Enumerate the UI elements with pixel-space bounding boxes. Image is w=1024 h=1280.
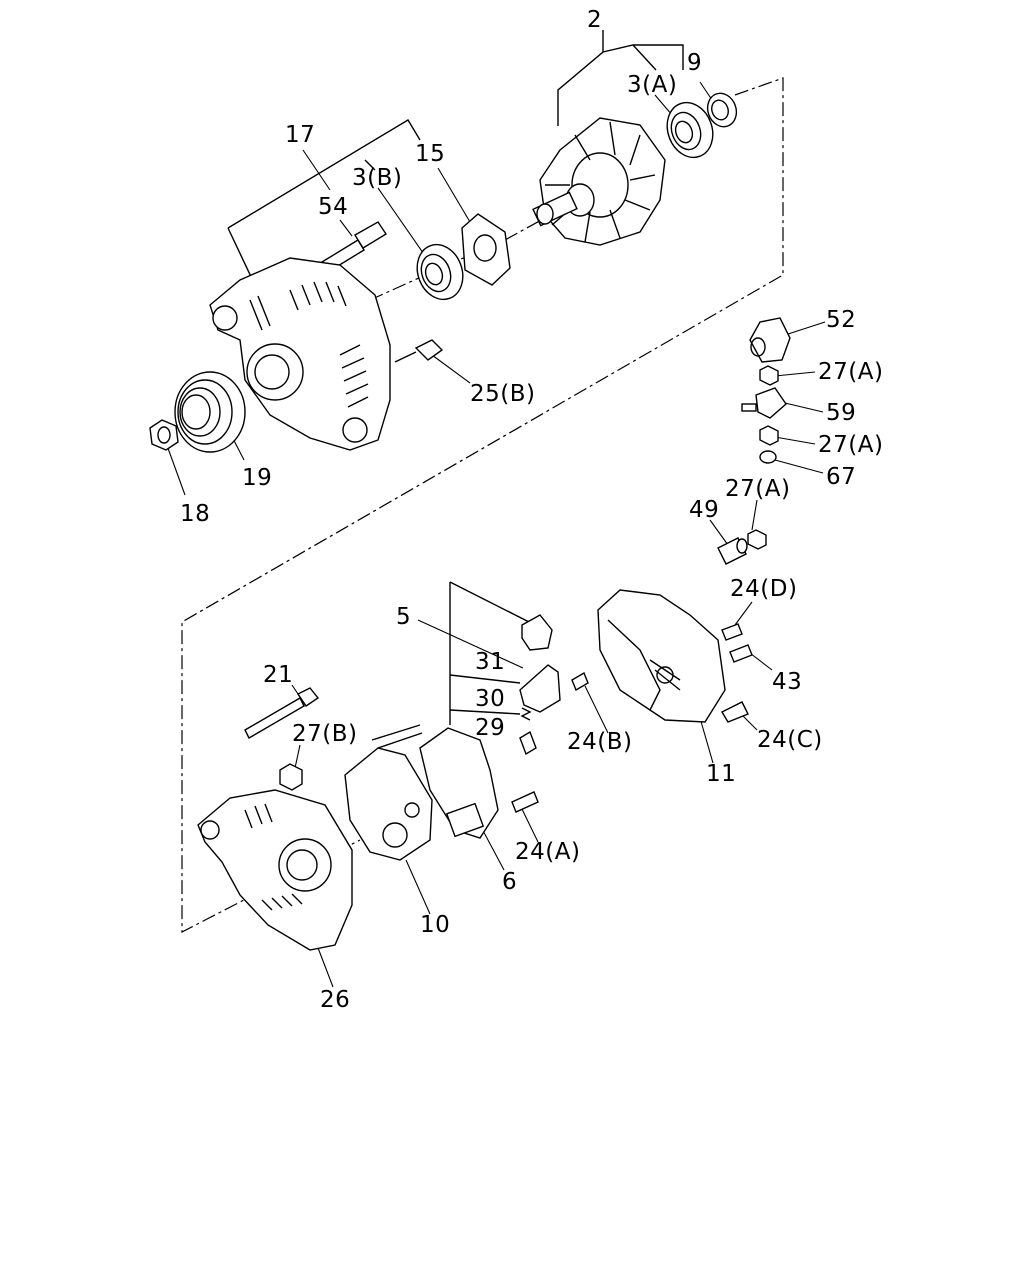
callout-27a-2: 27(A) <box>818 432 884 458</box>
callout-67: 67 <box>826 464 857 490</box>
callout-10: 10 <box>420 912 451 938</box>
bearing-3b <box>416 243 464 301</box>
screw-24b <box>571 671 589 692</box>
clip-25b <box>394 339 444 363</box>
callout-18: 18 <box>180 501 211 527</box>
nut-27a-lower <box>759 425 779 446</box>
plate-15 <box>461 213 511 286</box>
callout-27a-3: 27(A) <box>725 476 791 502</box>
callout-27a-1: 27(A) <box>818 359 884 385</box>
callout-15: 15 <box>415 141 446 167</box>
washer-67 <box>759 450 777 464</box>
callout-11: 11 <box>706 761 737 787</box>
insulator-52 <box>749 317 791 363</box>
terminal-59 <box>741 387 787 419</box>
screw-24a <box>511 791 539 813</box>
screw-24c <box>721 701 749 723</box>
holder-31 <box>519 664 561 713</box>
callout-43: 43 <box>772 669 803 695</box>
bearing-9 <box>706 92 738 128</box>
callout-24b: 24(B) <box>567 729 633 755</box>
callout-27b: 27(B) <box>292 721 358 747</box>
callout-54: 54 <box>318 194 349 220</box>
callout-24c: 24(C) <box>757 727 823 753</box>
rotor-assembly <box>532 117 666 246</box>
callout-6: 6 <box>502 869 518 895</box>
bolt-49 <box>717 537 748 565</box>
brush-29 <box>519 730 537 756</box>
screw-43 <box>729 644 753 663</box>
screw-24d <box>721 623 743 641</box>
bolt-21 <box>244 687 320 739</box>
pulley-19 <box>174 371 246 453</box>
nut-27b <box>279 763 303 791</box>
callout-9: 9 <box>687 50 703 76</box>
nut-27a-side <box>747 529 767 550</box>
nut-27a-upper <box>759 365 779 386</box>
callout-31: 31 <box>475 649 506 675</box>
callout-24d: 24(D) <box>730 576 798 602</box>
spring-30 <box>520 707 532 721</box>
cap-5 <box>521 614 553 651</box>
front-housing-17 <box>209 257 391 451</box>
bearing-3a <box>666 101 714 159</box>
bracket-lines <box>227 30 684 725</box>
callout-52: 52 <box>826 307 857 333</box>
callout-3b: 3(B) <box>352 165 403 191</box>
callout-19: 19 <box>242 465 273 491</box>
callout-5: 5 <box>396 604 412 630</box>
rear-cover-11 <box>597 589 726 723</box>
callout-3a: 3(A) <box>627 72 678 98</box>
rectifier-10 <box>344 724 433 861</box>
rear-housing-26 <box>197 789 353 951</box>
callout-29: 29 <box>475 715 506 741</box>
callout-59: 59 <box>826 400 857 426</box>
callout-25b: 25(B) <box>470 381 536 407</box>
callout-2: 2 <box>587 7 603 33</box>
callout-24a: 24(A) <box>515 839 581 865</box>
callout-21: 21 <box>263 662 294 688</box>
callout-49: 49 <box>689 497 720 523</box>
callout-26: 26 <box>320 987 351 1013</box>
regulator-6 <box>419 727 499 839</box>
callout-17: 17 <box>285 122 316 148</box>
callout-30: 30 <box>475 686 506 712</box>
nut-18 <box>149 419 179 451</box>
